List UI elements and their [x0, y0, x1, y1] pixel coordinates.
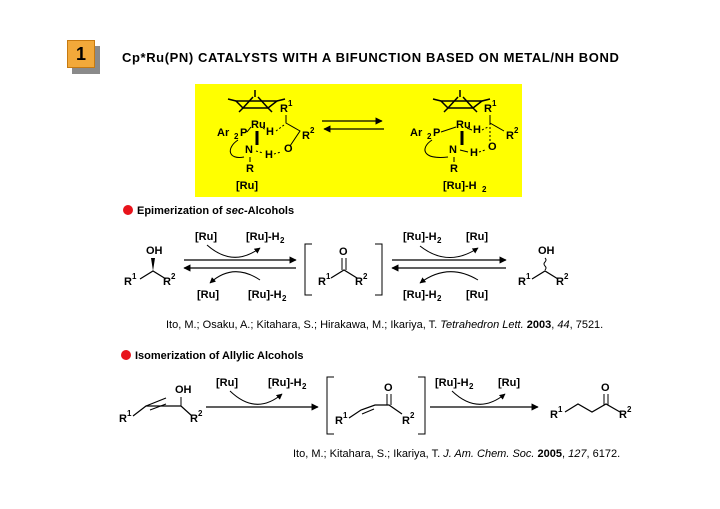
svg-text:R: R — [619, 409, 627, 421]
svg-text:1: 1 — [343, 411, 348, 420]
svg-text:1: 1 — [127, 409, 132, 418]
svg-text:1: 1 — [326, 272, 331, 281]
svg-text:O: O — [601, 382, 610, 394]
svg-text:R: R — [190, 413, 198, 425]
svg-text:2: 2 — [564, 272, 569, 281]
n-atom: N — [245, 144, 253, 156]
svg-text:R: R — [163, 276, 171, 288]
svg-text:R: R — [402, 415, 410, 427]
bullet-icon — [123, 205, 133, 215]
section1-heading: Epimerization of sec-Alcohols — [123, 205, 294, 217]
cp-star-ring-right — [432, 90, 491, 113]
epimerization-scheme: OH R 1 R 2 [Ru] [Ru]-H 2 [Ru] [Ru]-H 2 O — [124, 231, 569, 303]
reference-1: Ito, M.; Osaku, A.; Kitahara, S.; Hiraka… — [166, 319, 604, 331]
svg-text:R: R — [556, 276, 564, 288]
section2-heading: Isomerization of Allylic Alcohols — [121, 350, 304, 362]
ru-label: [Ru] — [236, 180, 258, 192]
isomerization-scheme: OH R 1 R 2 [Ru] [Ru]-H 2 O R 1 R — [119, 376, 632, 435]
svg-text:[Ru]-H: [Ru]-H — [248, 289, 282, 301]
oh-label: OH — [146, 245, 163, 257]
svg-text:R: R — [119, 413, 127, 425]
svg-text:2: 2 — [310, 126, 315, 135]
slide-number-badge: 1 — [67, 40, 101, 74]
svg-text:2: 2 — [437, 294, 442, 303]
svg-text:R: R — [280, 103, 288, 115]
svg-text:O: O — [488, 141, 497, 153]
svg-text:2: 2 — [280, 236, 285, 245]
slide-title: Cp*Ru(PN) CATALYSTS WITH A BIFUNCTION BA… — [122, 50, 620, 65]
bullet-icon — [121, 350, 131, 360]
p-atom: P — [240, 127, 247, 139]
svg-text:2: 2 — [482, 185, 487, 194]
svg-text:2: 2 — [171, 272, 176, 281]
cp-star-ring-left — [227, 90, 286, 113]
svg-text:[Ru]: [Ru] — [216, 377, 238, 389]
svg-text:1: 1 — [526, 272, 531, 281]
ruh2-label: [Ru]-H — [443, 180, 477, 192]
svg-text:[Ru]: [Ru] — [195, 231, 217, 243]
svg-text:R: R — [246, 163, 254, 175]
svg-text:R: R — [335, 415, 343, 427]
svg-text:Ru: Ru — [456, 119, 471, 131]
svg-text:O: O — [384, 382, 393, 394]
svg-text:R: R — [518, 276, 526, 288]
svg-text:[Ru]-H: [Ru]-H — [268, 377, 302, 389]
reference-2: Ito, M.; Kitahara, S.; Ikariya, T. J. Am… — [293, 448, 621, 460]
ar-label: Ar — [217, 127, 230, 139]
svg-text:OH: OH — [175, 384, 192, 396]
svg-text:1: 1 — [288, 99, 293, 108]
svg-text:[Ru]: [Ru] — [466, 289, 488, 301]
svg-text:R: R — [484, 103, 492, 115]
svg-text:R: R — [124, 276, 132, 288]
svg-text:P: P — [433, 127, 440, 139]
svg-text:2: 2 — [363, 272, 368, 281]
svg-text:OH: OH — [538, 245, 555, 257]
slide-number: 1 — [67, 40, 95, 68]
svg-text:2: 2 — [627, 405, 632, 414]
svg-text:Ar: Ar — [410, 127, 423, 139]
svg-text:2: 2 — [514, 126, 519, 135]
svg-text:R: R — [506, 130, 514, 142]
svg-text:[Ru]: [Ru] — [498, 377, 520, 389]
svg-text:R: R — [355, 276, 363, 288]
svg-text:[Ru]: [Ru] — [197, 289, 219, 301]
ru-atom: Ru — [251, 119, 266, 131]
svg-text:2: 2 — [410, 411, 415, 420]
svg-text:[Ru]-H: [Ru]-H — [246, 231, 280, 243]
svg-text:[Ru]: [Ru] — [466, 231, 488, 243]
svg-text:N: N — [449, 144, 457, 156]
svg-text:2: 2 — [302, 382, 307, 391]
h-atom: H — [266, 126, 274, 138]
svg-text:1: 1 — [558, 405, 563, 414]
svg-text:O: O — [339, 246, 348, 258]
svg-text:R: R — [450, 163, 458, 175]
svg-text:R: R — [302, 130, 310, 142]
svg-text:1: 1 — [132, 272, 137, 281]
svg-text:2: 2 — [437, 236, 442, 245]
svg-text:[Ru]-H: [Ru]-H — [403, 231, 437, 243]
svg-text:2: 2 — [198, 409, 203, 418]
o-atom: O — [284, 143, 293, 155]
svg-text:H: H — [265, 149, 273, 161]
svg-text:[Ru]-H: [Ru]-H — [435, 377, 469, 389]
catalyst-equilibrium-arrows — [322, 117, 384, 133]
catalyst-ru: Ru Ar 2 P H R 1 R 2 N H O R [Ru] — [217, 90, 315, 192]
svg-text:2: 2 — [427, 132, 432, 141]
svg-text:2: 2 — [234, 132, 239, 141]
svg-text:2: 2 — [282, 294, 287, 303]
svg-text:R: R — [550, 409, 558, 421]
catalyst-ru-h2: Ru Ar 2 P H R 1 R 2 N H O R [Ru]-H 2 — [410, 90, 519, 194]
svg-text:H: H — [470, 147, 478, 159]
svg-text:2: 2 — [469, 382, 474, 391]
svg-text:H: H — [473, 124, 481, 136]
svg-text:R: R — [318, 276, 326, 288]
svg-text:1: 1 — [492, 99, 497, 108]
svg-text:[Ru]-H: [Ru]-H — [403, 289, 437, 301]
